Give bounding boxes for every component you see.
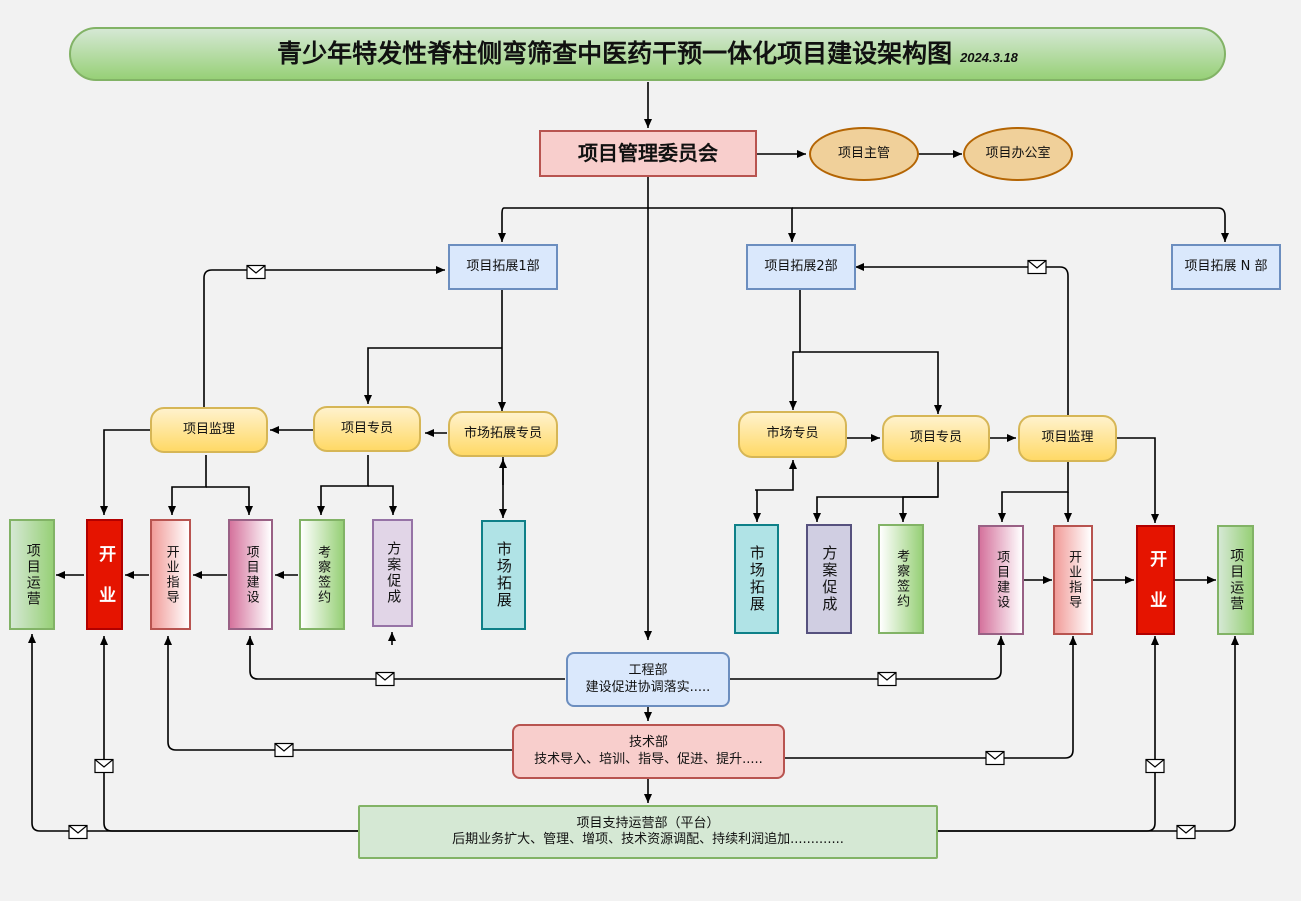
director-node: 项目主管 [809,127,919,181]
right-opening-guide-node: 开业指导 [1053,525,1093,635]
diagram-date: 2024.3.18 [960,49,1018,65]
right-inspection-node: 考察签约 [878,524,924,634]
left-market-expand-node: 市场拓展 [481,520,526,630]
left-opening-guide-node: 开业指导 [150,519,191,630]
right-supervision-node: 项目监理 [1018,415,1117,462]
engineering-dept-node: 工程部 建设促进协调落实..... [566,652,730,707]
left-market-specialist-node: 市场拓展专员 [448,411,558,457]
left-opening-node: 开 业 [86,519,123,630]
right-plan-node: 方案促成 [806,524,852,634]
left-construction-node: 项目建设 [228,519,273,630]
diagram-title: 青少年特发性脊柱侧弯筛查中医药干预一体化项目建设架构图 [277,39,953,69]
support-dept-name: 项目支持运营部（平台） [576,815,720,831]
technology-dept-name: 技术部 [628,735,668,751]
left-inspection-node: 考察签约 [299,519,345,630]
right-market-expand-node: 市场拓展 [734,524,779,634]
left-supervision-node: 项目监理 [150,407,268,453]
engineering-dept-desc: 建设促进协调落实..... [585,679,711,695]
expansion-dept-1: 项目拓展1部 [448,244,558,290]
expansion-dept-2: 项目拓展2部 [746,244,856,290]
right-specialist-node: 项目专员 [882,415,990,462]
right-operation-node: 项目运营 [1217,525,1254,635]
technology-dept-node: 技术部 技术导入、培训、指导、促进、提升..... [512,724,785,779]
diagram-title-bar: 青少年特发性脊柱侧弯筛查中医药干预一体化项目建设架构图 2024.3.18 [69,27,1226,81]
committee-node: 项目管理委员会 [539,130,757,177]
expansion-dept-n: 项目拓展 N 部 [1171,244,1281,290]
left-operation-node: 项目运营 [9,519,55,630]
right-market-specialist-node: 市场专员 [738,411,847,458]
left-specialist-node: 项目专员 [313,406,421,452]
technology-dept-desc: 技术导入、培训、指导、促进、提升..... [534,751,763,767]
right-construction-node: 项目建设 [978,525,1024,635]
engineering-dept-name: 工程部 [628,663,668,679]
support-dept-desc: 后期业务扩大、管理、增项、技术资源调配、持续利润追加............. [452,832,844,847]
support-dept-node: 项目支持运营部（平台） 后期业务扩大、管理、增项、技术资源调配、持续利润追加..… [358,805,938,859]
right-opening-node: 开 业 [1136,525,1175,635]
office-node: 项目办公室 [963,127,1073,181]
left-plan-node: 方案促成 [372,519,413,627]
